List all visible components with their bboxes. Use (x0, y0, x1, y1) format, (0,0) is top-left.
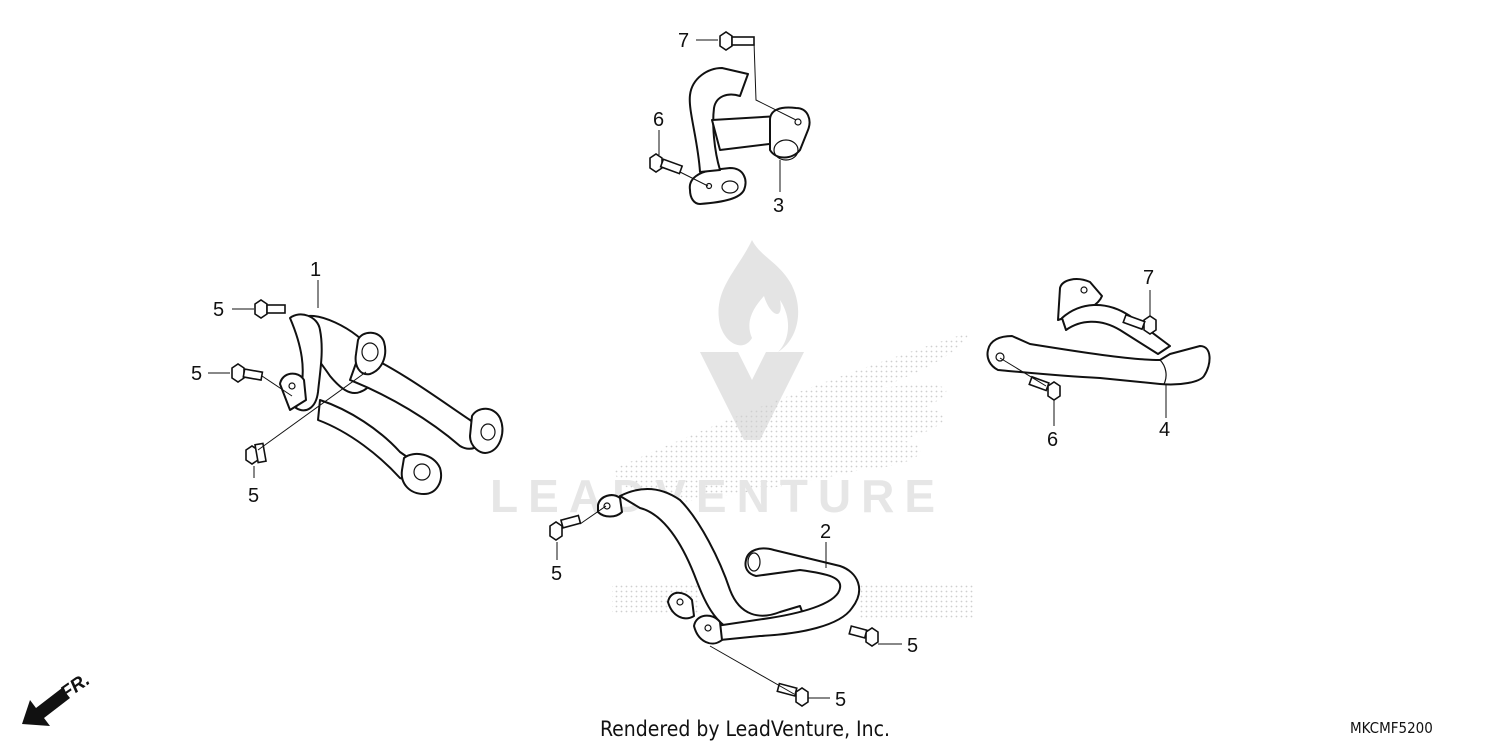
callout-part-2: 2 (820, 521, 831, 543)
callout-bolt-6: 6 (653, 109, 664, 131)
bolt-icon (1028, 375, 1061, 401)
bolt-icon (231, 363, 264, 383)
callout-part-3: 3 (773, 195, 784, 217)
part-3-bracket (688, 67, 811, 205)
leader-lines (208, 39, 1167, 699)
callout-bolt-6: 6 (1047, 429, 1058, 451)
callouts: 1 2 3 4 5 5 5 5 5 5 6 6 7 7 (191, 30, 1170, 711)
bolt-icon (549, 514, 582, 541)
callout-bolt-5: 5 (907, 635, 918, 657)
part-4-bracket (986, 278, 1211, 386)
part-2-bracket (597, 487, 861, 645)
front-direction-indicator: FR. (22, 669, 94, 726)
callout-bolt-5: 5 (835, 689, 846, 711)
callout-part-1: 1 (310, 259, 321, 281)
bolt-icon (649, 153, 684, 175)
watermark-wing-pattern (612, 332, 970, 502)
bolt-icon (848, 625, 879, 647)
watermark: LEADVENTURE (490, 240, 975, 620)
callout-bolt-5: 5 (551, 563, 562, 585)
bolt-icon (254, 299, 286, 319)
callout-bolt-5: 5 (191, 363, 202, 385)
bolt-icon (245, 442, 267, 465)
callout-part-4: 4 (1159, 419, 1170, 441)
front-arrow-icon (22, 688, 70, 726)
callout-bolt-5: 5 (248, 485, 259, 507)
diagram-code: MKCMF5200 (1350, 719, 1433, 737)
callout-bolt-5: 5 (213, 299, 224, 321)
watermark-flame-icon (718, 240, 799, 352)
watermark-brand-text: LEADVENTURE (490, 470, 945, 522)
watermark-v-icon (700, 352, 804, 440)
bolt-icon (719, 31, 755, 51)
callout-bolt-7: 7 (678, 30, 689, 52)
watermark-honda-letters (612, 585, 975, 620)
footer-credit: Rendered by LeadVenture, Inc. (600, 717, 890, 741)
part-1-bracket (279, 313, 504, 495)
callout-bolt-7: 7 (1143, 267, 1154, 289)
